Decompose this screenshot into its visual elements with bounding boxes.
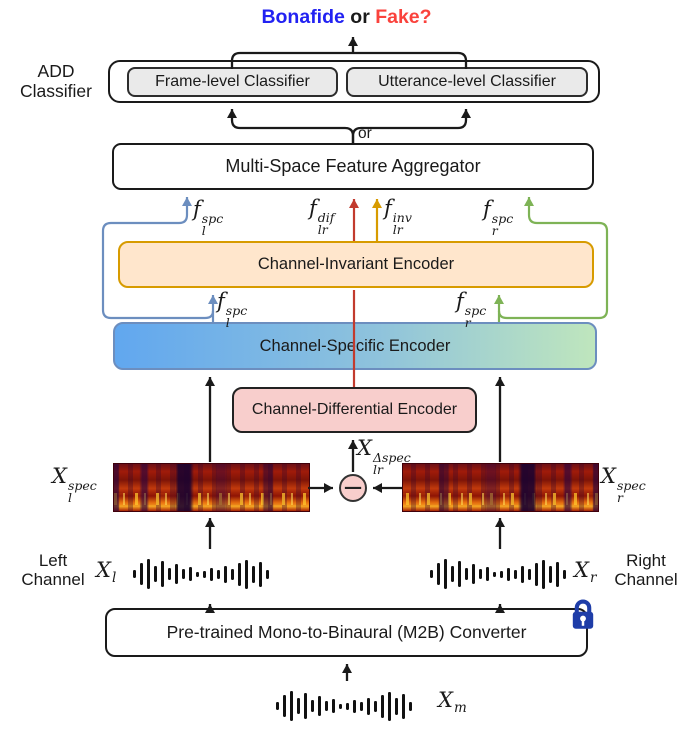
verdict-fake: Fake?: [375, 6, 432, 28]
lock-icon: [572, 599, 594, 629]
aggregator-box: Multi-Space Feature Aggregator: [112, 143, 594, 190]
verdict-or: or: [344, 6, 376, 28]
left-spectrogram-image: [113, 463, 310, 512]
verdict-label: Bonafide or Fake?: [0, 6, 693, 29]
add-classifier-label: ADD Classifier: [8, 61, 104, 101]
m2b-converter-text: Pre-trained Mono-to-Binaural (M2B) Conve…: [166, 622, 527, 642]
verdict-bonafide: Bonafide: [261, 6, 345, 28]
m2b-converter-box: Pre-trained Mono-to-Binaural (M2B) Conve…: [105, 608, 588, 657]
right-waveform-icon: [430, 552, 566, 596]
add-label-line1: ADD: [37, 61, 75, 81]
or-label: or: [358, 125, 372, 142]
channel-invariant-encoder-text: Channel-Invariant Encoder: [257, 255, 455, 273]
frame-level-classifier-text: Frame-level Classifier: [155, 73, 310, 90]
x-m-label: Xm: [438, 688, 467, 717]
channel-invariant-encoder-box: Channel-Invariant Encoder: [118, 241, 594, 288]
frame-level-classifier-box: Frame-level Classifier: [127, 67, 338, 97]
left-waveform-icon: [133, 552, 269, 596]
right-spectrogram-image: [402, 463, 599, 512]
utterance-level-classifier-box: Utterance-level Classifier: [346, 67, 588, 97]
x-l-label: Xl: [96, 558, 117, 587]
mono-waveform-icon: [276, 684, 412, 728]
aggregator-text: Multi-Space Feature Aggregator: [225, 156, 481, 176]
x-r-label: Xr: [574, 558, 597, 587]
channel-specific-encoder-box: Channel-Specific Encoder: [113, 322, 597, 370]
right-channel-label: Right Channel: [614, 551, 678, 589]
subtract-node: −: [339, 474, 367, 502]
utterance-level-classifier-text: Utterance-level Classifier: [378, 73, 556, 90]
left-channel-label: Left Channel: [21, 551, 85, 589]
or-brace-left-arrow: [227, 109, 355, 143]
add-label-line2: Classifier: [20, 80, 92, 101]
channel-specific-encoder-text: Channel-Specific Encoder: [259, 336, 451, 355]
channel-differential-encoder-text: Channel-Differential Encoder: [251, 401, 458, 418]
channel-differential-encoder-box: Channel-Differential Encoder: [232, 387, 477, 433]
